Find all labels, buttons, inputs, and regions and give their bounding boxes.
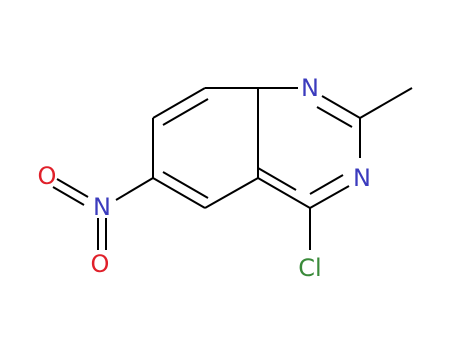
bond-c4a-c4-inner	[257, 167, 297, 191]
bond-c6-c5	[152, 177, 206, 209]
bond-n3-c4-inner	[309, 174, 344, 195]
atom-label-cl: Cl	[298, 254, 321, 282]
bond-c6-n-nitro	[115, 177, 154, 201]
atom-label-n-nitro: N	[93, 193, 111, 221]
atom-label-n1: N	[301, 74, 319, 102]
atom-label-o-lower: O	[91, 250, 110, 278]
bond-c5-c4a	[204, 177, 259, 209]
bond-c6-c5-inner	[162, 171, 209, 199]
atom-label-n3: N	[353, 164, 371, 192]
bond-c8-c7-inner	[162, 98, 209, 126]
bond-c4a-c4	[257, 177, 311, 209]
bond-n1-c2-inner	[316, 106, 353, 128]
bond-n3-c4	[309, 185, 350, 209]
atom-label-o-upper: O	[38, 162, 57, 190]
bond-n-o-upper	[56, 178, 89, 198]
bond-n-o-upper-2	[52, 186, 85, 206]
bond-c8-c7	[152, 87, 206, 119]
bond-c2-methyl	[359, 87, 413, 119]
bond-n1-c2	[321, 95, 361, 119]
